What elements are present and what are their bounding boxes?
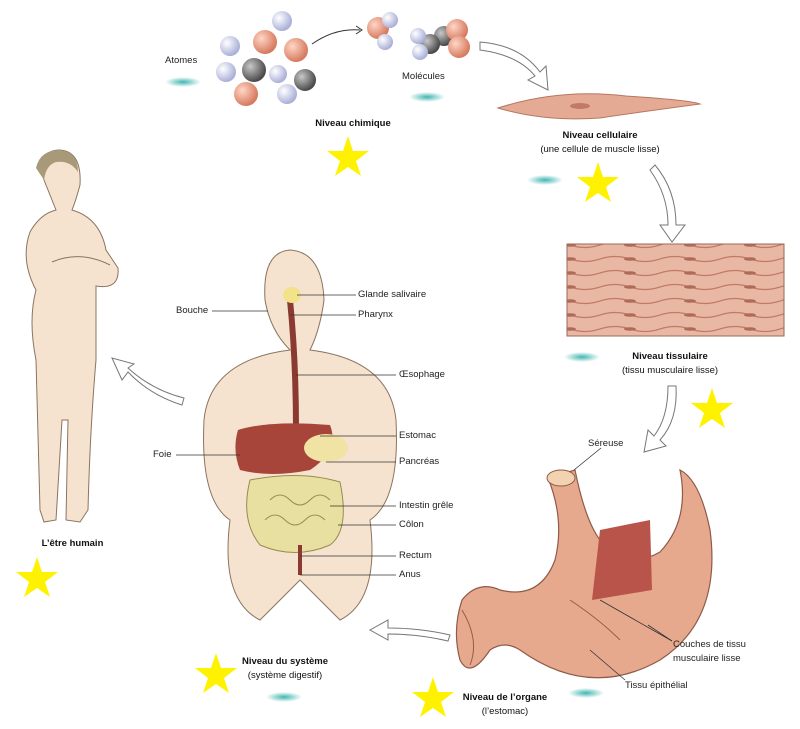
tissue-level-title: Niveau tissulaire(tissu musculaire lisse… (621, 351, 719, 376)
rectum-label: Rectum (399, 550, 432, 561)
star-cellular (577, 162, 619, 202)
organ-level-title: Niveau de l’organe(l’estomac) (462, 692, 548, 717)
digestive-system-illustration (203, 249, 397, 621)
organ-leader-lines (573, 447, 673, 681)
arrow-cell-to-tissue (649, 164, 687, 243)
pancreas-label: Pancréas (399, 456, 440, 467)
estomac-label: Estomac (399, 430, 436, 441)
atoms-marker (165, 77, 201, 87)
system-level-title: Niveau du système(système digestif) (241, 656, 329, 681)
cell-marker (527, 175, 563, 185)
chemical-level-title: Niveau chimique (315, 118, 391, 129)
system-leader-lines (176, 294, 396, 576)
system-marker (266, 692, 302, 702)
organism-level-title: L’être humain (41, 538, 104, 549)
cellular-level-title: Niveau cellulaire(une cellule de muscle … (540, 130, 660, 155)
smooth-muscle-tissue (566, 243, 785, 337)
star-organism (16, 557, 58, 597)
anus-label: Anus (399, 569, 421, 580)
arrow-system-to-organism (111, 357, 185, 406)
smooth-muscle-cell (496, 93, 702, 120)
star-organ (412, 677, 454, 717)
colon-label: Côlon (399, 519, 424, 530)
arrow-atoms-to-molecules (311, 29, 361, 45)
pharynx-label: Pharynx (358, 309, 393, 320)
epithelial-label: Tissu épithélial (625, 680, 688, 691)
human-figure (25, 149, 119, 523)
intestin-grele-label: Intestin grêle (399, 500, 454, 511)
oesophage-label: Œsophage (399, 369, 445, 380)
molecules-marker (409, 92, 445, 102)
arrow-organ-to-system (368, 619, 451, 642)
sereuse-label: Séreuse (588, 438, 624, 449)
molecules-cluster (367, 12, 470, 60)
bouche-label: Bouche (176, 305, 209, 316)
foie-label: Foie (153, 449, 172, 460)
atoms-cluster (216, 11, 316, 106)
atoms-label: Atomes (165, 55, 198, 66)
star-system (195, 653, 237, 693)
star-tissue (691, 388, 733, 428)
glande-salivaire-label: Glande salivaire (358, 289, 427, 300)
arrow-tissue-to-organ (643, 385, 677, 453)
tissue-marker (564, 352, 600, 362)
arrow-molecules-to-cell (479, 41, 549, 91)
organ-marker (568, 688, 604, 698)
star-chemical (327, 136, 369, 176)
molecules-label: Molécules (402, 71, 445, 82)
stomach-illustration (455, 468, 713, 679)
